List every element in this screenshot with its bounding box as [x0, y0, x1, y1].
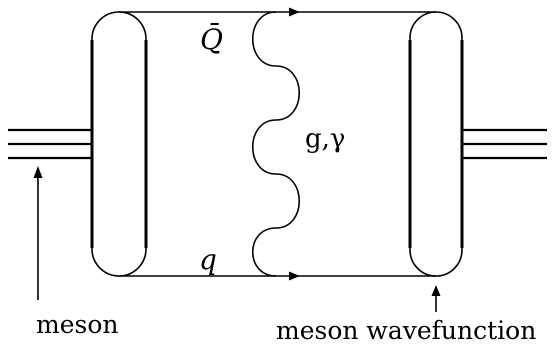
meson-wavefunction-label: meson wavefunction	[276, 316, 537, 345]
left-meson-blob	[91, 11, 147, 277]
antiquark-label: Q̄	[200, 23, 223, 56]
incoming-meson-lines	[8, 128, 92, 160]
outgoing-meson-lines	[462, 128, 547, 160]
antiquark-arrow	[289, 7, 300, 17]
meson-label: meson	[36, 310, 119, 339]
wavefunction-pointer-arrowhead	[431, 285, 441, 296]
gluon-photon-propagator	[252, 11, 300, 277]
meson-pointer-arrowhead	[33, 166, 43, 178]
quark-label: q	[199, 243, 217, 276]
right-meson-blob	[409, 11, 463, 277]
quark-arrow	[289, 271, 300, 281]
exchange-boson-label: g,γ	[305, 124, 346, 154]
